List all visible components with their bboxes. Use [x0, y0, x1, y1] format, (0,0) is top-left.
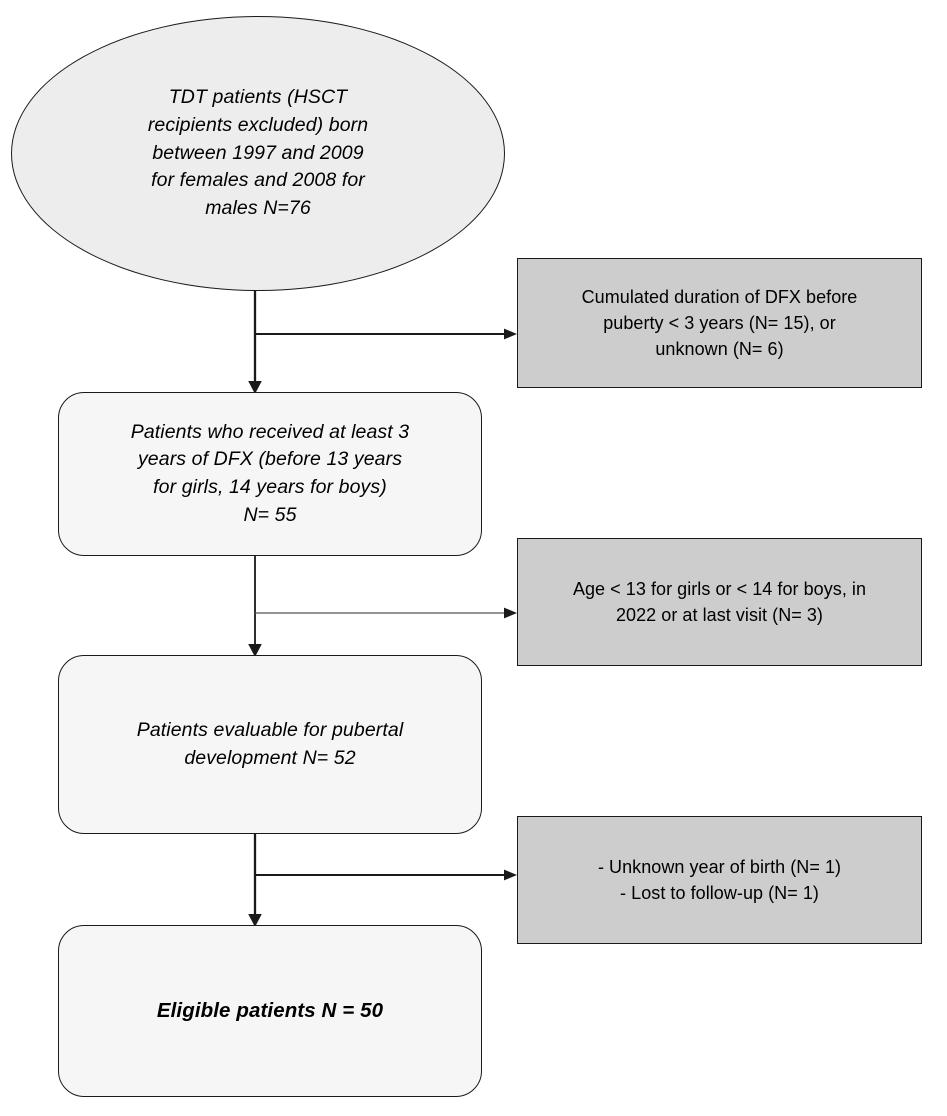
node-exclusion-1: Cumulated duration of DFX before puberty…: [517, 258, 922, 388]
connector-start-to-step2: [248, 288, 262, 394]
connector-branch-to-excl3: [255, 869, 517, 881]
node-exclusion-3: - Unknown year of birth (N= 1) - Lost to…: [517, 816, 922, 944]
node-exclusion-3-label: - Unknown year of birth (N= 1) - Lost to…: [597, 856, 842, 903]
node-final-eligible: Eligible patients N = 50: [58, 925, 482, 1097]
connector-branch-to-excl1: [255, 328, 517, 340]
node-final-label: Eligible patients N = 50: [156, 999, 384, 1023]
connector-branch-to-excl2: [255, 607, 517, 619]
connector-step2-to-step3: [248, 556, 262, 657]
node-start-population: TDT patients (HSCT recipients excluded) …: [11, 16, 505, 291]
node-step-3-label: Patients evaluable for pubertal developm…: [136, 718, 404, 769]
node-step-2-label: Patients who received at least 3 years o…: [130, 420, 410, 526]
node-step-3-evaluable: Patients evaluable for pubertal developm…: [58, 655, 482, 834]
node-exclusion-2: Age < 13 for girls or < 14 for boys, in …: [517, 538, 922, 666]
node-start-label: TDT patients (HSCT recipients excluded) …: [147, 86, 369, 220]
node-exclusion-2-label: Age < 13 for girls or < 14 for boys, in …: [572, 578, 867, 625]
node-step-2-dfx-duration: Patients who received at least 3 years o…: [58, 392, 482, 556]
node-exclusion-1-label: Cumulated duration of DFX before puberty…: [581, 286, 858, 360]
connector-step3-to-final: [248, 834, 262, 927]
